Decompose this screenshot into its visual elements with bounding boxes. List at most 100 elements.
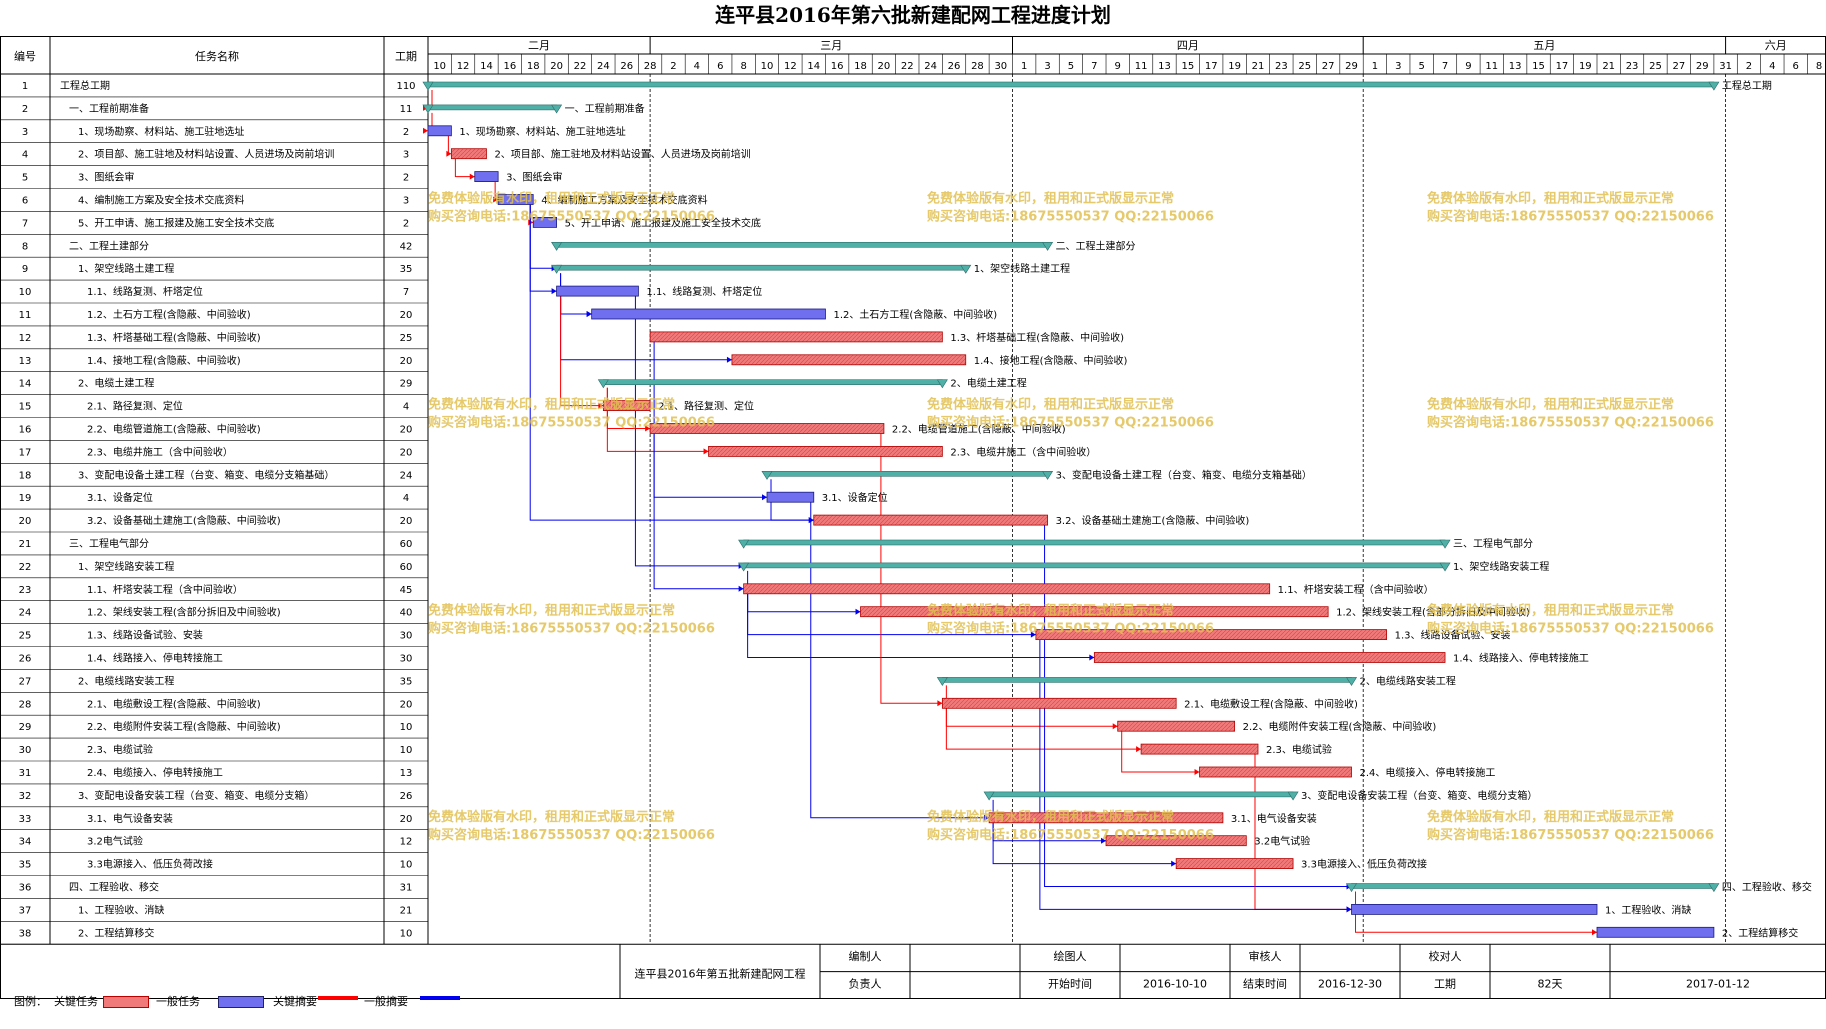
- task-id: 15: [19, 402, 32, 413]
- task-id: 17: [19, 447, 32, 458]
- watermark-line-2: 购买咨询电话:18675550537 QQ:22150066: [927, 621, 1214, 637]
- summary-start-cap: [1345, 883, 1358, 893]
- summary-start-cap: [422, 81, 434, 91]
- dependency-arrow: [446, 150, 452, 157]
- dependency-arrow: [1089, 654, 1095, 661]
- normal-task-bar: [1105, 835, 1247, 847]
- watermark-line-1: 免费体验版有水印，租用和正式版显示正常: [927, 809, 1174, 825]
- day-tick-label: 21: [1602, 61, 1615, 72]
- task-id: 28: [19, 699, 32, 710]
- task-id: 4: [22, 150, 28, 161]
- summary-start-cap: [597, 379, 609, 389]
- day-tick-label: 24: [924, 61, 937, 72]
- task-duration: 35: [400, 676, 413, 687]
- dependency-arrow: [469, 173, 475, 180]
- dependency-arrow: [1101, 837, 1107, 844]
- day-tick-label: 29: [1696, 61, 1709, 72]
- day-tick-label: 31: [1719, 61, 1732, 72]
- normal-task-bar: [708, 445, 943, 457]
- task-bar-label: 1.4、线路接入、停电转接施工: [1453, 652, 1589, 665]
- watermark-line-1: 免费体验版有水印，租用和正式版显示正常: [927, 603, 1174, 619]
- critical-task-bar: [497, 194, 534, 205]
- day-tick-label: 10: [433, 61, 446, 72]
- task-id: 16: [19, 425, 32, 436]
- normal-task-bar: [1093, 652, 1446, 663]
- day-tick-label: 21: [1252, 61, 1265, 72]
- task-id: 13: [19, 356, 32, 367]
- day-tick-label: 9: [1465, 61, 1471, 72]
- normal-task-bar: [813, 514, 1048, 526]
- task-duration: 20: [400, 814, 413, 825]
- critical-task-bar: [1596, 926, 1715, 938]
- task-name: 一、工程前期准备: [69, 102, 149, 115]
- normal-task-bar: [1035, 629, 1387, 640]
- watermark-line-1: 免费体验版有水印，租用和正式版显示正常: [1427, 191, 1674, 207]
- task-id: 27: [19, 676, 32, 687]
- watermark-line-2: 购买咨询电话:18675550537 QQ:22150066: [1427, 415, 1714, 431]
- task-duration: 31: [400, 883, 413, 894]
- day-tick-label: 18: [854, 61, 867, 72]
- task-name: 2、项目部、施工驻地及材料站设置、人员进场及岗前培训: [78, 148, 334, 161]
- critical-task-bar: [532, 216, 557, 228]
- task-name: 1、现场勘察、材料站、施工驻地选址: [78, 125, 244, 138]
- day-tick-label: 15: [1532, 61, 1545, 72]
- dependency-arrow: [1194, 769, 1200, 775]
- task-name: 2、电缆线路安装工程: [78, 674, 174, 687]
- watermark-line-1: 免费体验版有水印，租用和正式版显示正常: [428, 603, 675, 619]
- task-id: 9: [22, 264, 28, 275]
- summary-end-cap: [936, 379, 948, 389]
- watermark-line-2: 购买咨询电话:18675550537 QQ:22150066: [428, 209, 715, 225]
- day-tick-label: 20: [878, 61, 891, 72]
- task-name: 1、工程验收、消缺: [78, 903, 164, 916]
- footer-cell-bottom: 负责人: [849, 977, 882, 991]
- task-bar-label: 2.3、电缆井施工（含中间验收）: [950, 445, 1096, 458]
- task-bar-label: 2、电缆线路安装工程: [1360, 674, 1456, 687]
- task-duration: 2: [403, 127, 409, 138]
- task-duration: 26: [400, 791, 413, 802]
- task-duration: 35: [400, 264, 413, 275]
- task-duration: 60: [400, 562, 413, 573]
- task-duration: 2: [403, 173, 409, 184]
- task-name: 5、开工申请、施工报建及施工安全技术交底: [78, 216, 274, 229]
- footer-cell-bottom: 82天: [1538, 978, 1563, 991]
- task-id: 31: [19, 768, 32, 779]
- day-tick-label: 1: [1021, 61, 1027, 72]
- task-name: 3.3电源接入、低压负荷改接: [87, 858, 213, 871]
- watermark-line-1: 免费体验版有水印，租用和正式版显示正常: [1427, 397, 1674, 413]
- day-tick-label: 11: [1485, 61, 1498, 72]
- task-name: 1.4、接地工程(含隐蔽、中间验收): [87, 354, 241, 367]
- task-id: 21: [19, 539, 32, 550]
- task-name: 1.2、架线安装工程(含部分拆旧及中间验收): [87, 606, 281, 619]
- task-duration: 10: [400, 745, 413, 756]
- task-id: 12: [19, 333, 32, 344]
- day-tick-label: 27: [1322, 61, 1335, 72]
- task-id: 5: [22, 173, 28, 184]
- task-bar-label: 3.3电源接入、低压负荷改接: [1301, 858, 1427, 871]
- task-id: 38: [19, 928, 32, 939]
- footer-cell-bottom: 2016-10-10: [1143, 978, 1207, 991]
- task-bar-label: 1.3、杆塔基础工程(含隐蔽、中间验收): [950, 331, 1124, 344]
- task-duration: 40: [400, 608, 413, 619]
- day-tick-label: 25: [1298, 61, 1311, 72]
- task-name: 2.1、电缆敷设工程(含隐蔽、中间验收): [87, 697, 261, 710]
- dependency-link: [1039, 639, 1352, 910]
- task-bar-label: 3.2电气试验: [1254, 835, 1310, 848]
- task-id: 22: [19, 562, 32, 573]
- summary-end-cap: [1708, 81, 1720, 91]
- day-tick-label: 2: [670, 61, 676, 72]
- day-tick-label: 5: [1418, 61, 1424, 72]
- task-name: 1.3、杆塔基础工程(含隐蔽、中间验收): [87, 331, 261, 344]
- task-id: 33: [19, 814, 32, 825]
- task-duration: 42: [400, 241, 413, 252]
- task-id: 29: [19, 722, 32, 733]
- summary-start-cap: [422, 104, 434, 114]
- watermark-line-1: 免费体验版有水印，租用和正式版显示正常: [428, 809, 675, 825]
- day-tick-label: 17: [1556, 61, 1569, 72]
- task-bar-label: 1.1、线路复测、杆塔定位: [646, 285, 762, 298]
- footer-project-name: 连平县2016年第五批新建配网工程: [635, 967, 806, 981]
- dependency-arrow: [855, 608, 861, 615]
- task-name: 2、电缆土建工程: [78, 377, 154, 390]
- task-bar-label: 2、工程结算移交: [1722, 926, 1798, 939]
- day-tick-label: 23: [1275, 61, 1288, 72]
- task-duration: 13: [400, 768, 413, 779]
